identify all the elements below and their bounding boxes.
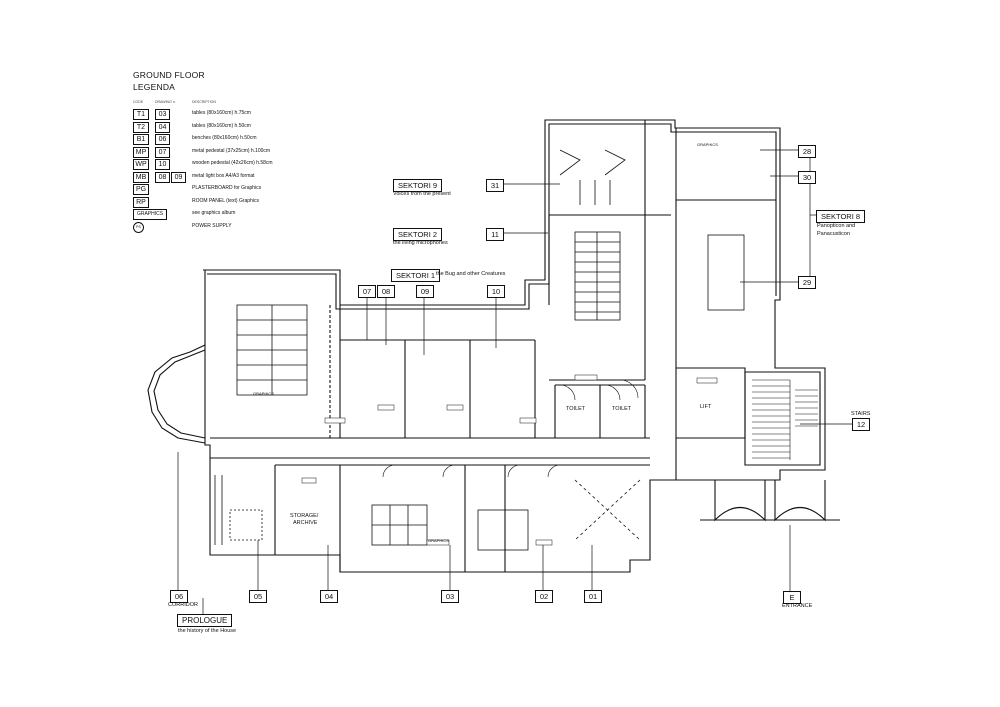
tag-entrance: E bbox=[783, 591, 801, 604]
legend-header-drawing: DRAWING n. bbox=[155, 100, 176, 104]
sector-2-label: SEKTORI 2 bbox=[393, 228, 443, 241]
legend-row: GRAPHICS see graphics album bbox=[133, 208, 393, 221]
legend-header-description: DESCRIPTION bbox=[192, 100, 216, 104]
legend-code: B1 bbox=[133, 134, 149, 145]
legend-description: POWER SUPPLY bbox=[192, 222, 232, 229]
sector-8-desc-2: Panacusticon bbox=[817, 231, 851, 237]
legend-description: see graphics album bbox=[192, 210, 236, 216]
legend-row: T2 04 tables (80x160cm) h.50cm bbox=[133, 121, 393, 134]
legend-drawing: 07 bbox=[155, 146, 170, 158]
legend-code: T2 bbox=[133, 121, 149, 133]
legend-row: PG PLASTERBOARD for Graphics bbox=[133, 183, 393, 196]
legend-row: MP 07 metal pedestal (37x25cm) h.100cm bbox=[133, 146, 393, 159]
legend-row: RP ROOM PANEL (text) Graphics bbox=[133, 196, 393, 209]
graphics-badge: GRAPHICS bbox=[428, 538, 449, 543]
legend-code: WP bbox=[133, 159, 149, 170]
sector-8-desc-1: Panopticon and bbox=[817, 223, 856, 229]
legend-code: MP bbox=[133, 146, 149, 158]
room-lift: LIFT bbox=[700, 404, 712, 410]
prologue-desc: the history of the House bbox=[178, 628, 237, 634]
legend-header-code: CODE bbox=[133, 100, 144, 104]
legend-description: ROOM PANEL (text) Graphics bbox=[192, 197, 259, 204]
stairs-label: STAIRS bbox=[851, 411, 871, 417]
legend-code: PG bbox=[133, 184, 149, 195]
legend-row: WP 10 wooden pedestal (42x26cm) h.58cm bbox=[133, 158, 393, 171]
legend-code: RP bbox=[133, 196, 149, 208]
legend-drawing: 04 bbox=[155, 121, 170, 133]
tag-28: 28 bbox=[798, 145, 816, 158]
tag-30: 30 bbox=[798, 171, 816, 184]
legend-drawing: 06 bbox=[155, 134, 170, 145]
tag-03: 03 bbox=[441, 590, 459, 603]
sector-8-label: SEKTORI 8 bbox=[816, 210, 866, 223]
graphics-badge: GRAPHICS bbox=[697, 142, 718, 147]
legend-row: PS POWER SUPPLY bbox=[133, 221, 393, 234]
prologue-label: PROLOGUE bbox=[177, 614, 233, 627]
legend-code: MB bbox=[133, 171, 149, 183]
legend-row: T1 03 tables (80x160cm) h.75cm bbox=[133, 108, 393, 121]
tag-05: 05 bbox=[249, 590, 267, 603]
corridor-label: CORRIDOR bbox=[168, 602, 198, 608]
legend-description: benches (80x160cm) h.50cm bbox=[192, 135, 257, 141]
entrance-label: ENTRANCE bbox=[782, 603, 813, 609]
tag-10: 10 bbox=[487, 285, 505, 298]
tag-01: 01 bbox=[584, 590, 602, 603]
tag-04: 04 bbox=[320, 590, 338, 603]
legend-code: T1 bbox=[133, 109, 149, 120]
legend-description: tables (80x160cm) h.50cm bbox=[192, 122, 251, 129]
legend-drawing-2: 09 bbox=[171, 171, 186, 183]
tag-06: 06 bbox=[170, 590, 188, 603]
legend-drawing: 03 bbox=[155, 109, 170, 120]
graphics-badge: GRAPHICS bbox=[253, 391, 274, 396]
legend-header: CODE DRAWING n. DESCRIPTION bbox=[133, 98, 393, 108]
page-title: GROUND FLOOR bbox=[133, 70, 205, 80]
legend-code: GRAPHICS bbox=[133, 209, 167, 220]
legend-row: MB 08 09 metal light box A4/A3 format bbox=[133, 171, 393, 184]
tag-02: 02 bbox=[535, 590, 553, 603]
power-supply-icon: PS bbox=[133, 221, 144, 233]
tag-09: 09 bbox=[416, 285, 434, 298]
legend-drawing: 10 bbox=[155, 159, 170, 170]
tag-08: 08 bbox=[377, 285, 395, 298]
tag-07: 07 bbox=[358, 285, 376, 298]
tag-29: 29 bbox=[798, 276, 816, 289]
sector-9-desc: Voices from the present bbox=[393, 191, 451, 197]
tag-12: 12 bbox=[852, 418, 870, 431]
sector-9-number: 31 bbox=[486, 179, 504, 192]
legend-description: metal pedestal (37x25cm) h.100cm bbox=[192, 147, 271, 154]
legend-panel: GROUND FLOOR LEGENDA CODE DRAWING n. DES… bbox=[133, 70, 393, 233]
legend-row: B1 06 benches (80x160cm) h.50cm bbox=[133, 133, 393, 146]
legend-description: metal light box A4/A3 format bbox=[192, 172, 255, 179]
legend-title: LEGENDA bbox=[133, 82, 176, 92]
room-toilet-2: TOILET bbox=[612, 406, 632, 412]
sector-1-desc: the Bug and other Creatures bbox=[436, 271, 506, 277]
sector-2-number: 11 bbox=[486, 228, 504, 241]
sector-2-desc: the living microphones bbox=[393, 240, 448, 246]
room-storage: STORAGE/ bbox=[290, 513, 319, 519]
legend-description: wooden pedestal (42x26cm) h.58cm bbox=[192, 160, 273, 166]
legend-drawing: 08 bbox=[155, 171, 170, 183]
legend-description: tables (80x160cm) h.75cm bbox=[192, 110, 251, 116]
sector-1-label: SEKTORI 1 bbox=[391, 269, 441, 282]
sector-9-label: SEKTORI 9 bbox=[393, 179, 443, 192]
room-toilet-1: TOILET bbox=[566, 406, 586, 412]
legend-description: PLASTERBOARD for Graphics bbox=[192, 185, 262, 191]
room-archive: ARCHIVE bbox=[293, 520, 318, 526]
